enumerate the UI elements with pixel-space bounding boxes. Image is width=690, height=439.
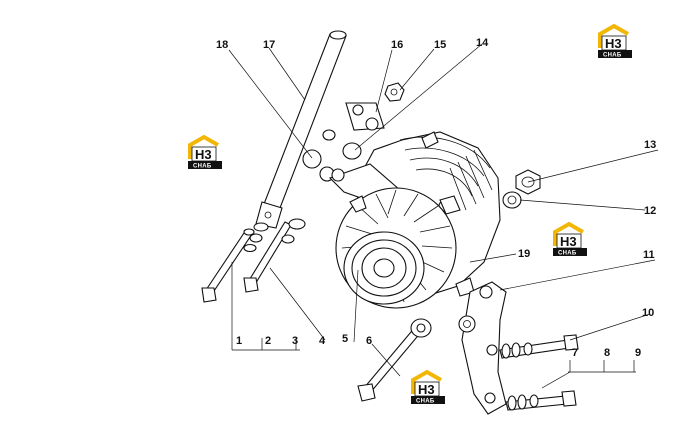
callout-11: 11 xyxy=(643,249,655,261)
adjusting-block xyxy=(345,102,385,131)
left-bolt xyxy=(201,228,255,303)
top-nut xyxy=(384,82,405,102)
lower-long-bolt xyxy=(357,318,432,402)
bracket-bolt-lower xyxy=(505,390,577,411)
callout-12: 12 xyxy=(644,205,656,217)
callout-6: 6 xyxy=(366,335,372,347)
tension-rod xyxy=(255,30,347,229)
washer-stack-left xyxy=(243,222,269,253)
logo-letters: H3 xyxy=(418,382,435,397)
callout-13: 13 xyxy=(644,139,656,151)
logo-letters: H3 xyxy=(560,234,577,249)
logo-subtitle: СНАБ xyxy=(193,164,212,170)
callout-15: 15 xyxy=(434,39,446,51)
mounting-bracket xyxy=(458,281,507,415)
callout-5: 5 xyxy=(342,333,348,345)
brand-logo-bottom: H3 СНАБ xyxy=(409,370,447,406)
washer-stack-middle xyxy=(281,218,306,244)
callout-2: 2 xyxy=(265,335,271,347)
right-washer xyxy=(502,191,522,209)
upper-washer-stack xyxy=(302,129,362,182)
callout-3: 3 xyxy=(292,335,298,347)
logo-letters: H3 xyxy=(605,36,622,51)
logo-letters: H3 xyxy=(195,147,212,162)
brand-logo-right-middle: H3 СНАБ xyxy=(551,222,589,258)
callout-4: 4 xyxy=(319,335,326,347)
callout-labels: 1 2 3 4 5 6 7 8 9 10 11 12 13 14 15 16 1… xyxy=(216,37,656,359)
logo-subtitle: СНАБ xyxy=(558,251,577,257)
callout-7: 7 xyxy=(572,347,578,359)
callout-16: 16 xyxy=(391,39,403,51)
callout-19: 19 xyxy=(518,248,530,260)
callout-8: 8 xyxy=(604,347,610,359)
callout-9: 9 xyxy=(635,347,641,359)
leader-lines xyxy=(228,43,659,389)
pulley xyxy=(343,231,425,305)
brand-logo-top-right: H3 СНАБ xyxy=(596,24,634,60)
callout-17: 17 xyxy=(263,39,275,51)
bracket-bolt-upper xyxy=(499,334,579,359)
callout-10: 10 xyxy=(642,307,654,319)
logo-subtitle: СНАБ xyxy=(416,399,435,405)
callout-14: 14 xyxy=(476,37,489,49)
callout-18: 18 xyxy=(216,39,228,51)
callout-1: 1 xyxy=(236,335,242,347)
logo-subtitle: СНАБ xyxy=(603,53,622,59)
brand-logo-left: H3 СНАБ xyxy=(186,135,224,171)
